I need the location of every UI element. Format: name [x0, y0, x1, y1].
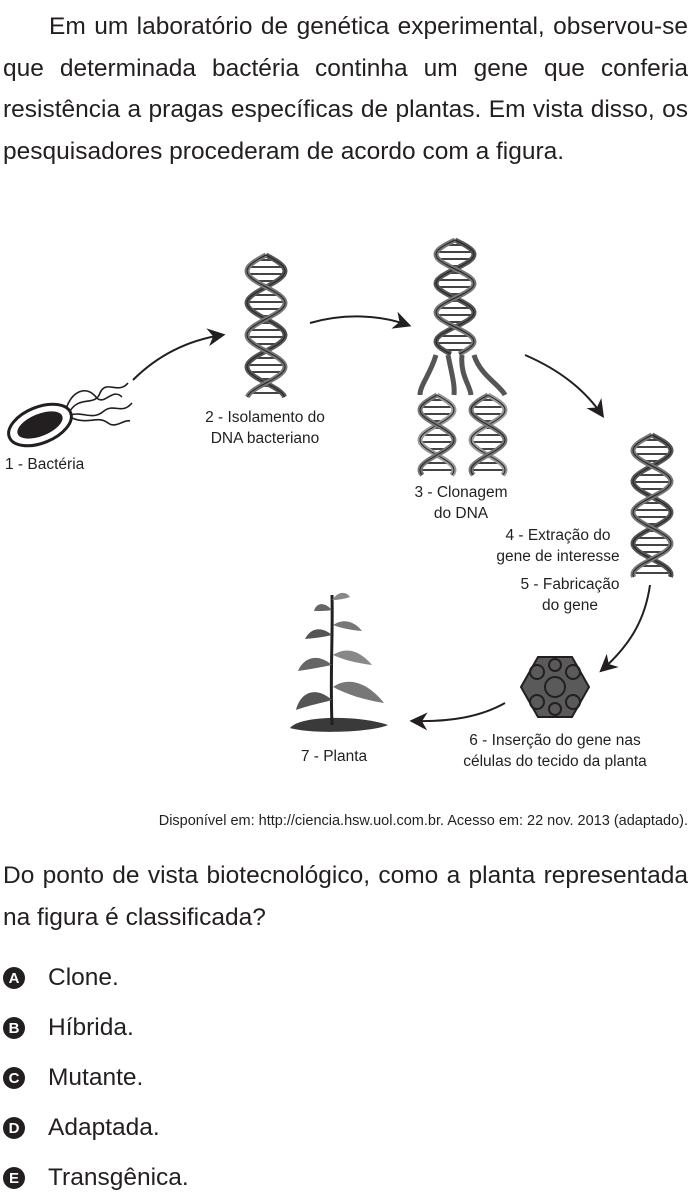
label-extraction-line2: gene de interesse [496, 548, 619, 565]
option-letter-badge: B [3, 1017, 25, 1039]
option-e[interactable]: E Transgênica. [3, 1153, 189, 1203]
option-letter-badge: A [3, 967, 25, 989]
option-text: Transgênica. [48, 1164, 189, 1191]
label-isolation-line2: DNA bacteriano [211, 430, 320, 447]
question-text: Do ponto de vista biotecnológico, como a… [3, 862, 688, 931]
arrow-3-to-4 [524, 354, 605, 418]
label-isolation-line1: 2 - Isolamento do [205, 409, 325, 426]
plant-icon [290, 592, 388, 732]
label-fabrication-line1: 5 - Fabricação [520, 576, 619, 593]
genetic-engineering-figure: 1 - Bactéria 2 - Isolamento do DNA bacte… [5, 237, 674, 770]
option-text: Híbrida. [48, 1014, 134, 1041]
label-bacteria: 1 - Bactéria [5, 456, 85, 473]
option-text: Mutante. [48, 1064, 144, 1091]
option-text: Adaptada. [48, 1114, 160, 1141]
option-c[interactable]: C Mutante. [3, 1053, 189, 1103]
option-letter-badge: D [3, 1117, 25, 1139]
bacterium-icon [7, 382, 133, 448]
option-text: Clone. [48, 964, 119, 991]
intro-paragraph: Em um laboratório de genética experiment… [3, 13, 688, 165]
option-a[interactable]: A Clone. [3, 953, 189, 1003]
plant-cells-icon [519, 656, 591, 718]
option-letter-badge: C [3, 1067, 25, 1089]
label-insertion-line2: células do tecido da planta [463, 753, 647, 770]
answer-options: A Clone. B Híbrida. C Mutante. D Adaptad… [3, 953, 189, 1203]
arrow-5-to-6 [599, 584, 651, 673]
source-citation: Disponível em: http://ciencia.hsw.uol.co… [158, 813, 688, 829]
dna-helix-3 [417, 237, 508, 477]
label-cloning-line2: do DNA [434, 505, 489, 522]
label-fabrication-line2: do gene [542, 597, 598, 614]
option-letter-badge: E [3, 1167, 25, 1189]
option-b[interactable]: B Híbrida. [3, 1003, 189, 1053]
option-d[interactable]: D Adaptada. [3, 1103, 189, 1153]
label-insertion-line1: 6 - Inserção do gene nas [469, 732, 641, 749]
arrow-2-to-3 [309, 311, 412, 329]
dna-helix-2 [244, 252, 288, 399]
dna-helix-4 [630, 432, 674, 578]
label-cloning-line1: 3 - Clonagem [414, 484, 507, 501]
arrow-1-to-2 [132, 328, 226, 381]
label-extraction-line1: 4 - Extração do [505, 527, 610, 544]
label-plant: 7 - Planta [301, 748, 368, 765]
arrow-6-to-7 [409, 702, 506, 731]
